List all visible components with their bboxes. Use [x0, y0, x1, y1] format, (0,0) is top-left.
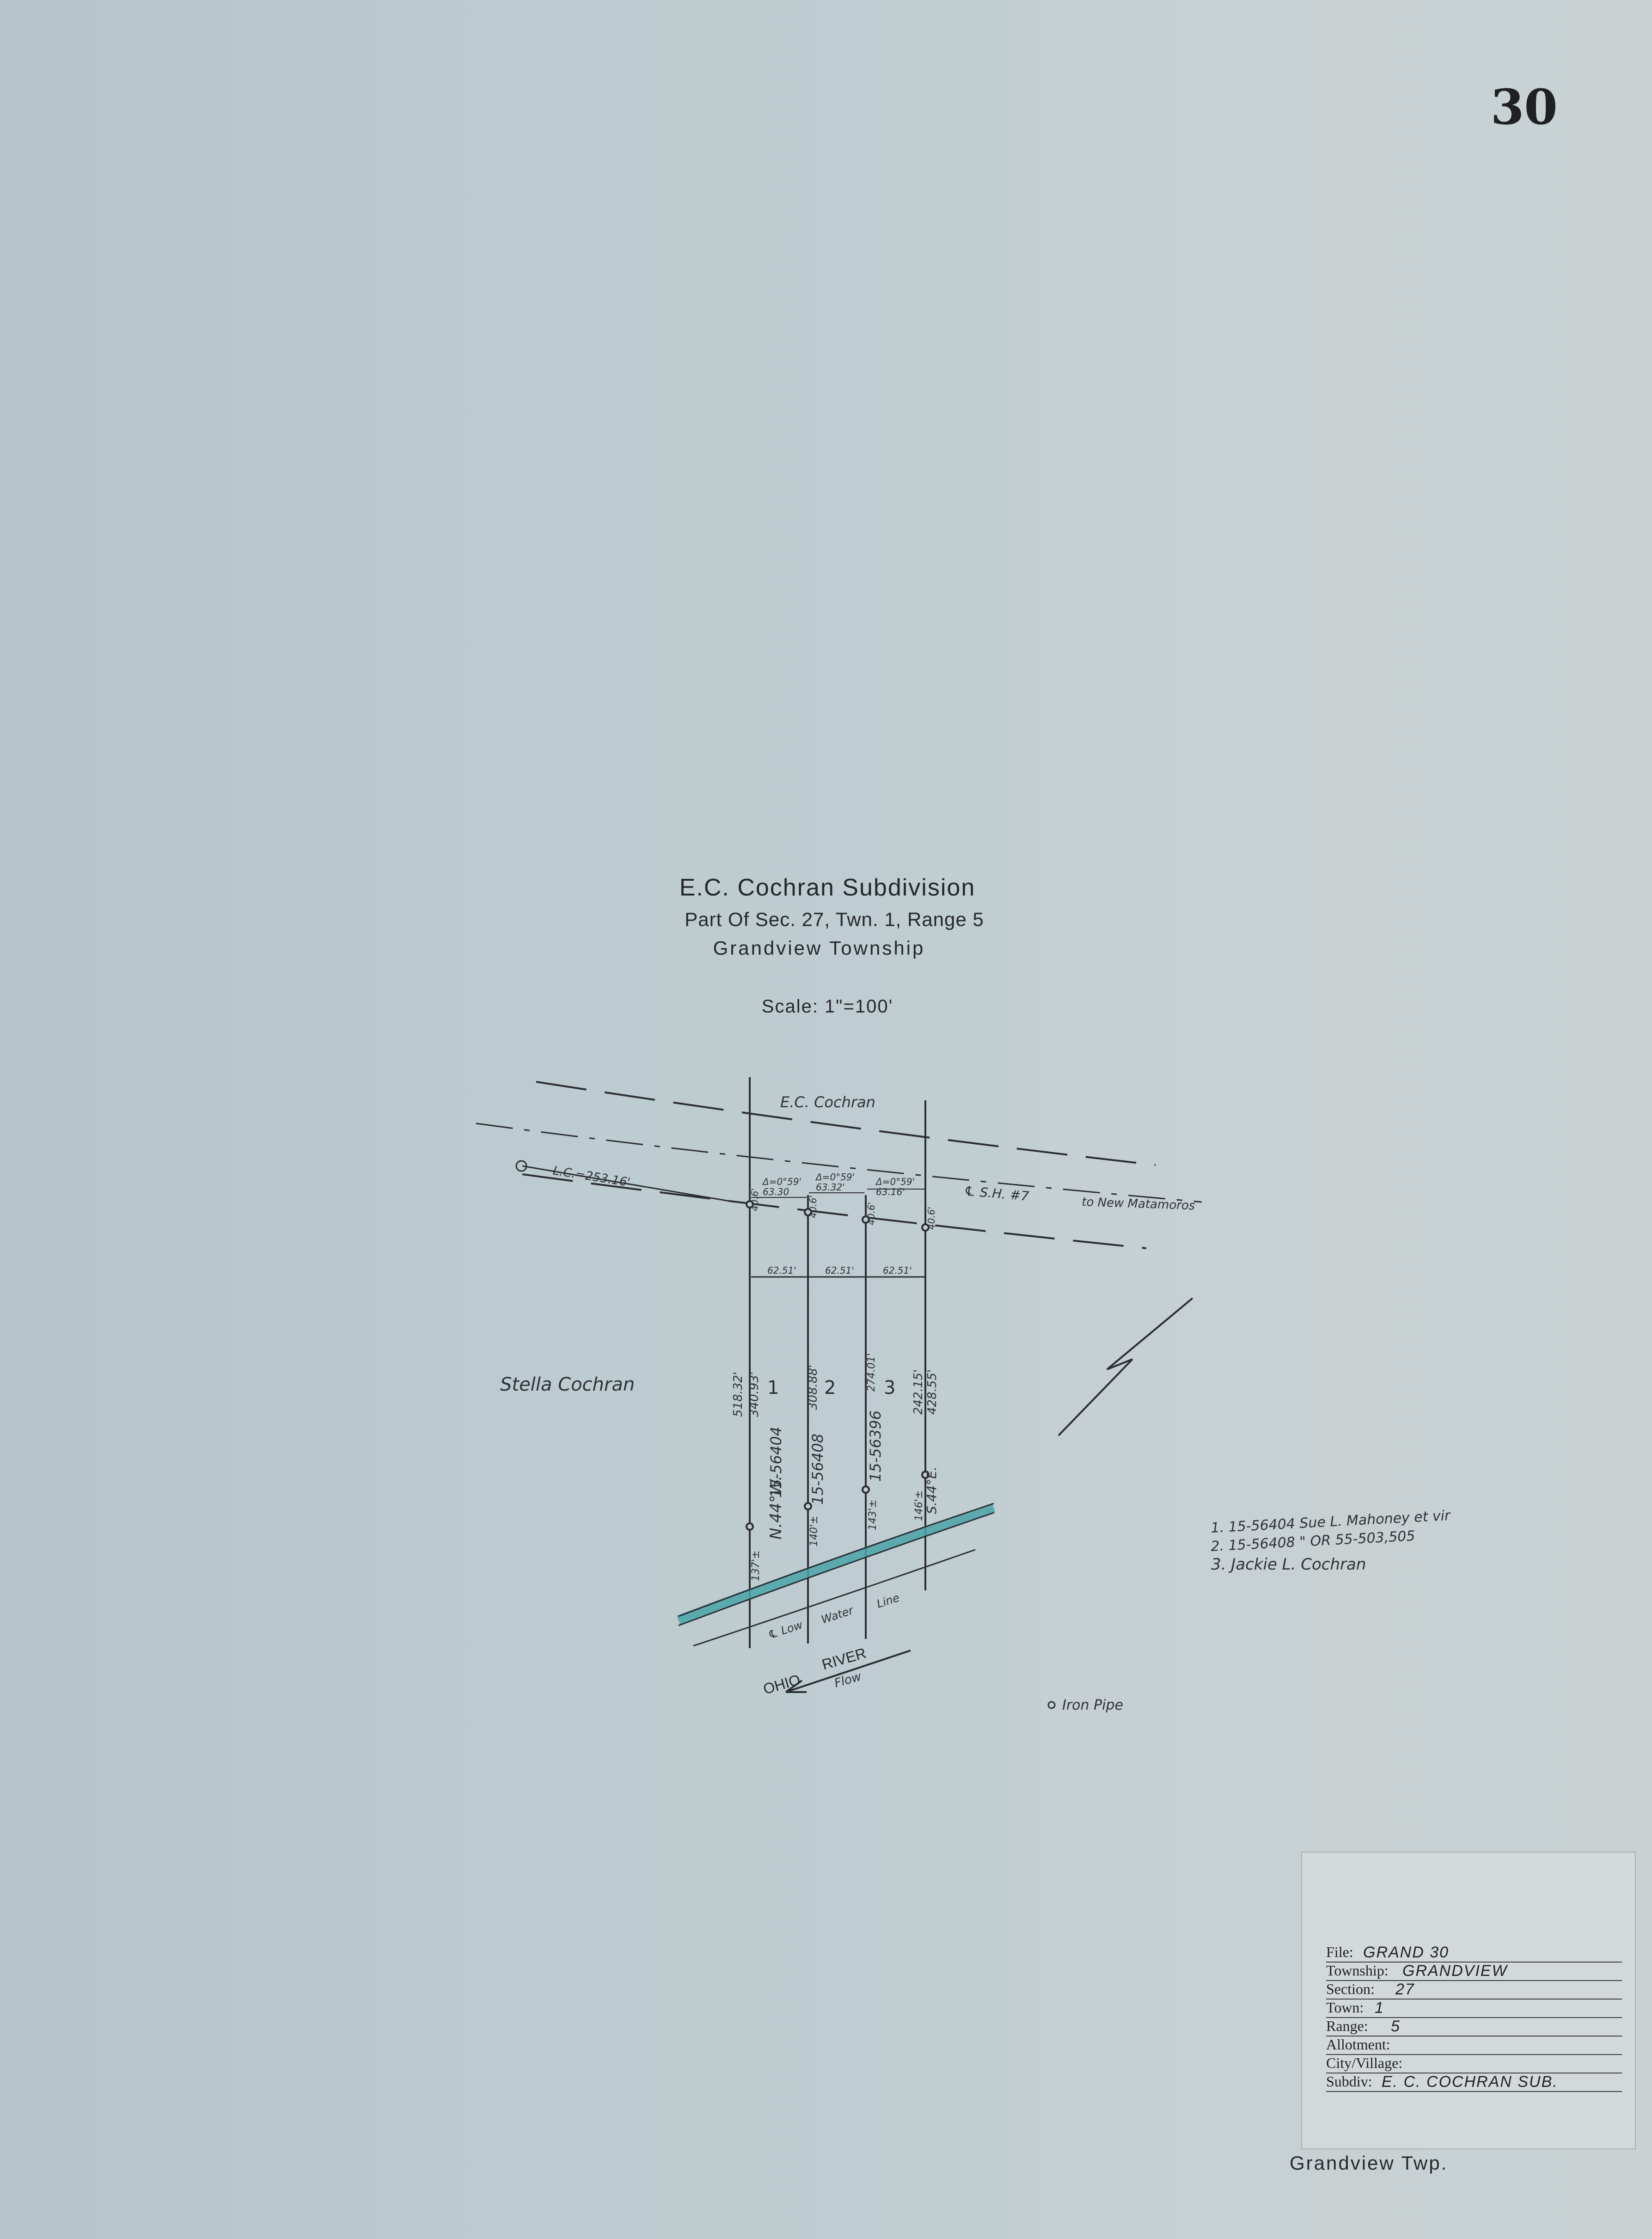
title-block-value: GRAND 30 — [1363, 1944, 1450, 1961]
river-flow-label: Flow — [833, 1669, 863, 1690]
lot-number: 1 — [767, 1377, 779, 1399]
river-bank-north — [678, 1503, 994, 1617]
lot-corner — [804, 1208, 812, 1216]
lot-curve-top: Δ=0°59' — [815, 1172, 855, 1183]
low-water-line — [693, 1549, 976, 1647]
lot-corner — [746, 1522, 754, 1531]
title-block-label: Range: — [1326, 2018, 1368, 2034]
east-line-road-width: 40.6' — [926, 1207, 937, 1230]
title-block-row: Allotment: — [1326, 2036, 1622, 2055]
title-line2: Part Of Sec. 27, Twn. 1, Range 5 — [685, 908, 984, 930]
title-block-row: Township: GRANDVIEW — [1326, 1962, 1622, 1981]
lot-corner — [921, 1471, 930, 1479]
lot-corner — [921, 1223, 930, 1232]
river-flow-arrow — [785, 1650, 911, 1693]
title-line3: Grandview Township — [713, 937, 925, 959]
title-block-value: 1 — [1375, 1999, 1384, 2017]
lc-origin-point — [515, 1160, 527, 1172]
title-line1: E.C. Cochran Subdivision — [679, 874, 976, 901]
title-block-row: Section: 27 — [1326, 1981, 1622, 2000]
title-block-value: 27 — [1395, 1981, 1415, 1998]
east-line-side-b: 428.55' — [925, 1369, 939, 1415]
ownership-note: 3. Jackie L. Cochran — [1211, 1555, 1366, 1574]
title-block-row: Range: 5 — [1326, 2018, 1622, 2037]
lot-offset: 137'± — [750, 1551, 762, 1581]
lc-distance-label: L.C.=253.16' — [552, 1164, 631, 1190]
title-block-label: Township: — [1326, 1962, 1389, 1979]
north-arrow-icon — [1058, 1297, 1193, 1436]
lot-side-a: 518.32' — [731, 1372, 745, 1417]
lot-parcel: 15-56408 — [809, 1434, 826, 1505]
lot-corner — [862, 1485, 870, 1494]
title-block-label: Town: — [1326, 1999, 1364, 2016]
title-block-row: Subdiv: E. C. COCHRAN SUB. — [1326, 2073, 1622, 2092]
highway-label: ℄ S.H. #7 — [963, 1183, 1029, 1204]
title-block-row: Town: 1 — [1326, 1999, 1622, 2018]
river-label-1: OHIO — [761, 1671, 802, 1698]
river-shading — [677, 1503, 996, 1626]
lot-frontage: 62.51' — [883, 1265, 912, 1276]
title-block-value: GRANDVIEW — [1402, 1962, 1508, 1980]
lot-corner — [862, 1215, 870, 1224]
lot-curve-top: Δ=0°59' — [875, 1176, 915, 1187]
iron-pipe-icon — [1047, 1701, 1056, 1709]
lot-curve-top: Δ=0°59' — [762, 1176, 802, 1187]
lot-frontage: 62.51' — [767, 1265, 796, 1276]
title-block-row: File: GRAND 30 — [1326, 1944, 1622, 1963]
lot-parcel: 15-56404 — [767, 1427, 785, 1498]
highway-south-line — [522, 1173, 1147, 1249]
title-block-label: File: — [1326, 1944, 1353, 1960]
east-line-bearing: S.44°E. — [924, 1466, 939, 1514]
low-water-label-3: Line — [875, 1591, 901, 1611]
sheet-number: 30 — [1491, 79, 1558, 135]
highway-north-line — [536, 1081, 1156, 1166]
lot-frontage: 62.51' — [825, 1265, 854, 1276]
lot-side-a: 274.01' — [866, 1353, 877, 1392]
lc-line — [522, 1165, 735, 1203]
title-block: File: GRAND 30 Township: GRANDVIEW Secti… — [1301, 1852, 1636, 2149]
lot-number: 3 — [884, 1377, 895, 1399]
lot-offset: 140'± — [808, 1516, 820, 1546]
lot-lines — [746, 1077, 930, 1648]
lot-curve-bottom: 63.16' — [876, 1186, 905, 1197]
footer-township-label: Grandview Twp. — [1290, 2152, 1448, 2174]
lot-parcel: 15-56396 — [867, 1411, 884, 1482]
title-block-label: Section: — [1326, 1981, 1375, 1997]
title-block-value: E. C. COCHRAN SUB. — [1382, 2073, 1558, 2091]
lot-corner — [746, 1200, 754, 1208]
highway-lines — [476, 1081, 1202, 1249]
lot-road-width: 40.6' — [866, 1202, 877, 1225]
lot-side-a: 308.88' — [806, 1365, 820, 1410]
north-owner-label: E.C. Cochran — [780, 1093, 875, 1111]
lot-curve-bottom: 63.32' — [816, 1182, 845, 1193]
lot-road-width: 40.6' — [808, 1195, 819, 1218]
lot-curve-bottom: 63.30 — [763, 1186, 789, 1197]
lot-corner — [804, 1502, 812, 1510]
river-label-2: RIVER — [820, 1644, 868, 1673]
lot-road-width: 40.6' — [749, 1188, 760, 1211]
highway-centerline — [476, 1123, 1202, 1203]
lot-side-b: 340.93' — [747, 1372, 761, 1417]
low-water-label-1: ℄ Low — [766, 1618, 804, 1641]
bearing-label: N.44°W. — [767, 1476, 785, 1540]
title-block-label: Allotment: — [1326, 2036, 1390, 2053]
iron-pipe-label: Iron Pipe — [1062, 1697, 1123, 1713]
river-bank-south — [678, 1512, 994, 1626]
highway-destination-label: to New Matamoros — [1082, 1195, 1195, 1213]
title-block-row: City/Village: — [1326, 2055, 1622, 2073]
west-owner-label: Stella Cochran — [500, 1374, 635, 1395]
lot-number: 2 — [824, 1377, 836, 1399]
east-line-offset: 146'± — [913, 1491, 925, 1521]
title-block-label: Subdiv: — [1326, 2073, 1372, 2090]
east-line-side-a: 242.15' — [912, 1369, 925, 1415]
title-block-value: 5 — [1391, 2018, 1401, 2035]
title-block-label: City/Village: — [1326, 2055, 1403, 2071]
ohio-river — [677, 1503, 996, 1693]
lot-offset: 143'± — [867, 1500, 879, 1530]
scale-label: Scale: 1"=100' — [762, 996, 893, 1017]
low-water-label-2: Water — [820, 1603, 856, 1626]
